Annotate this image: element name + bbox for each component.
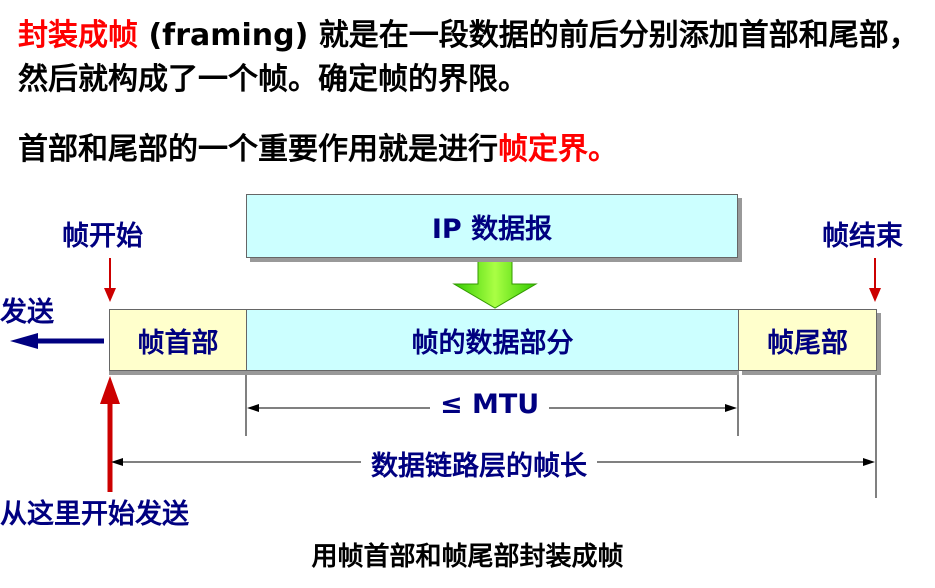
frame-end-label: 帧结束	[822, 221, 903, 252]
send-direction-arrowhead	[10, 333, 38, 349]
frame-data-box: 帧的数据部分	[246, 309, 739, 371]
figure-caption: 用帧首部和帧尾部封装成帧	[311, 542, 624, 572]
mtu-label: ≤ MTU	[430, 389, 550, 420]
start-sending-arrowhead	[100, 376, 120, 404]
framing-term: 封装成帧	[18, 18, 138, 53]
frame-length-arrowhead-left	[111, 458, 123, 466]
mtu-arrowhead-left	[247, 404, 259, 412]
frame-length-label: 数据链路层的帧长	[361, 444, 597, 483]
intro-paragraph: 封装成帧 (framing) 就是在一段数据的前后分别添加首部和尾部，然后就构成…	[18, 14, 923, 102]
frame-end-arrowhead	[869, 288, 881, 302]
mtu-arrowhead-right	[725, 404, 737, 412]
frame-trailer-box: 帧尾部	[738, 309, 877, 371]
delimiting-paragraph: 首部和尾部的一个重要作用就是进行帧定界。	[18, 128, 618, 172]
delimiting-text: 首部和尾部的一个重要作用就是进行	[18, 132, 498, 167]
framing-english: (framing)	[148, 18, 309, 53]
intro-rest: 就是在一段数据的前后分别添加首部和尾部，然后就构成了一个帧。确定帧的界限。	[18, 18, 919, 97]
frame-data-label: 帧的数据部分	[411, 327, 574, 359]
delimiting-highlight: 帧定界。	[498, 132, 618, 167]
frame-header-label: 帧首部	[137, 327, 219, 359]
encapsulation-arrow	[452, 257, 538, 309]
start-sending-label: 从这里开始发送	[0, 499, 189, 530]
send-label: 发送	[0, 297, 54, 328]
frame-trailer-label: 帧尾部	[767, 327, 848, 359]
ip-datagram-label: IP 数据报	[431, 213, 553, 245]
frame-header-box: 帧首部	[109, 309, 247, 371]
ip-datagram-box: IP 数据报	[246, 194, 738, 258]
frame-length-arrowhead-right	[863, 458, 875, 466]
frame-start-arrowhead	[104, 288, 116, 302]
frame-start-label: 帧开始	[62, 221, 143, 252]
